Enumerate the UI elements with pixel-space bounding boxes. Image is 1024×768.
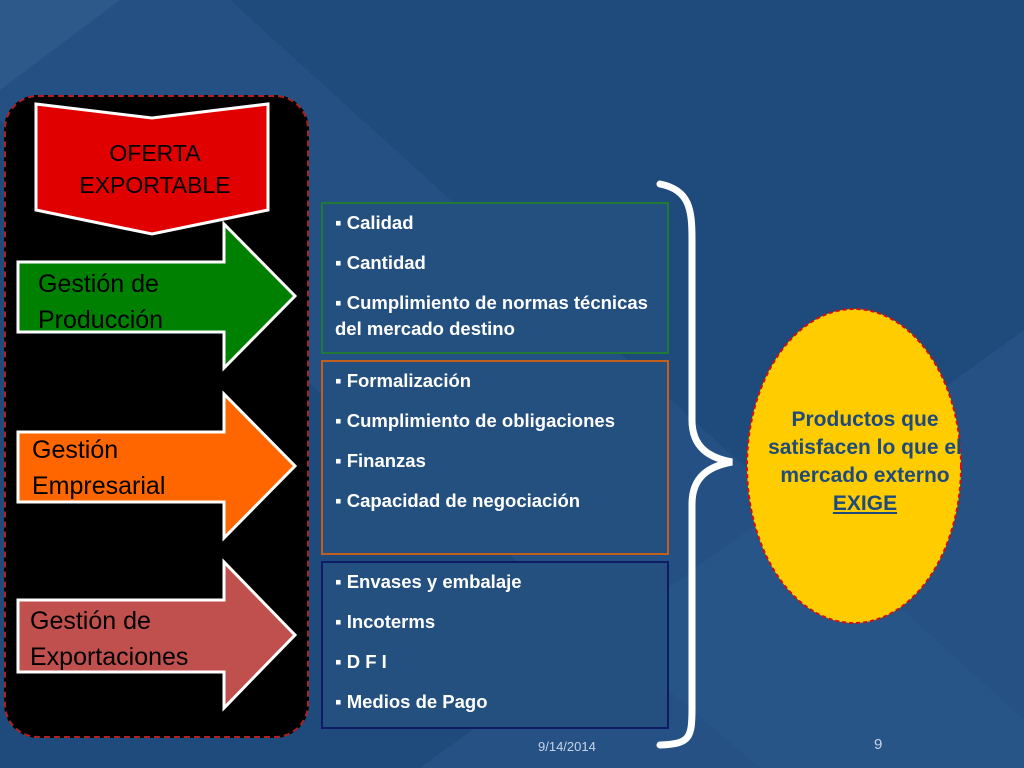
exportaciones-box: Envases y embalaje Incoterms D F I Medio… [321,561,669,729]
list-item: Incoterms [335,609,657,635]
list-item: Calidad [335,210,657,236]
arrow-label-empresarial: Gestión Empresarial [32,432,165,504]
oval-emphasis: EXIGE [832,492,898,515]
oferta-exportable-banner [34,102,270,236]
arrow-produccion [16,220,298,372]
arrow-label-exportaciones: Gestión de Exportaciones [30,603,188,675]
oval-statement: Productos que satisfacen lo que el merca… [768,408,962,487]
arrow-label-produccion: Gestión de Producción [38,266,163,338]
list-item: Capacidad de negociación [335,488,657,514]
arrow-label-line2: Empresarial [32,472,166,500]
arrow-empresarial [16,390,298,542]
empresarial-box: Formalización Cumplimiento de obligacion… [321,360,669,555]
slide-number: 9 [874,736,883,753]
list-item: Cumplimiento de normas técnicas del merc… [335,290,657,342]
list-item: Cantidad [335,250,657,276]
list-item: Cumplimiento de obligaciones [335,408,657,434]
arrow-label-line1: Gestión de [30,607,151,635]
arrow-label-line2: Producción [38,306,164,334]
list-item: D F I [335,649,657,675]
banner-line1: OFERTA [109,140,201,166]
oval-text: Productos que satisfacen lo que el merca… [760,406,970,518]
list-item: Finanzas [335,448,657,474]
arrow-label-line1: Gestión de [38,270,159,298]
arrow-exportaciones [16,558,298,712]
arrow-label-line2: Exportaciones [30,643,189,671]
arrow-label-line1: Gestión [32,436,119,464]
produccion-box: Calidad Cantidad Cumplimiento de normas … [321,202,669,354]
footer-date: 9/14/2014 [538,739,596,754]
banner-title: OFERTA EXPORTABLE [40,137,270,201]
right-brace [656,180,733,749]
result-oval [746,308,962,624]
banner-line2: EXPORTABLE [79,172,231,198]
list-item: Envases y embalaje [335,569,657,595]
list-item: Formalización [335,368,657,394]
list-item: Medios de Pago [335,689,657,715]
